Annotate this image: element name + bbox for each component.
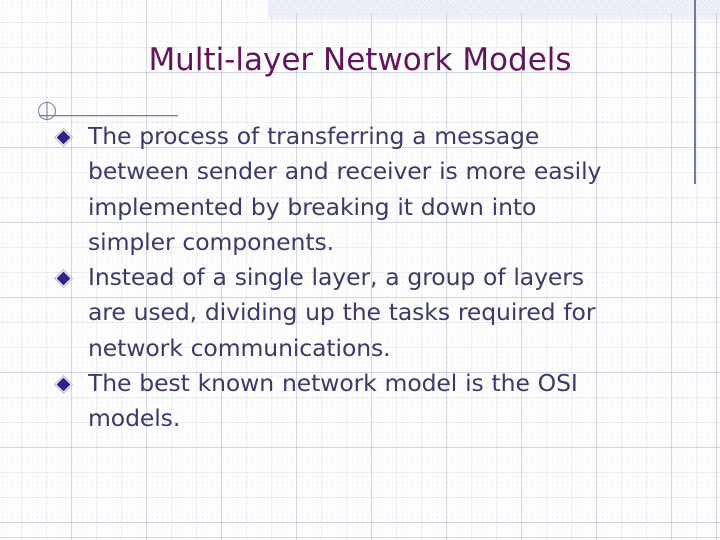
bullet-list: The process of transferring a message be…	[52, 119, 652, 437]
list-item-text: The process of transferring a message be…	[88, 119, 652, 260]
list-item: The best known network model is the OSI …	[52, 366, 652, 437]
list-item-line: between sender and receiver is more easi…	[88, 157, 602, 186]
list-item-line: simpler components.	[88, 227, 334, 256]
list-item-line: implemented by breaking it down into	[88, 192, 537, 221]
list-item-text: Instead of a single layer, a group of la…	[88, 260, 652, 366]
list-item: The process of transferring a message be…	[52, 119, 652, 260]
list-item-text: The best known network model is the OSI …	[88, 366, 652, 437]
slide-title: Multi-layer Network Models	[148, 42, 572, 78]
list-item-line: are used, dividing up the tasks required…	[88, 298, 596, 327]
top-banner-fade	[268, 13, 720, 23]
list-item-line: The best known network model is the OSI	[88, 369, 578, 398]
list-item: Instead of a single layer, a group of la…	[52, 260, 652, 366]
right-vertical-rule	[694, 0, 696, 184]
list-item-line: models.	[88, 404, 181, 433]
list-item-line: network communications.	[88, 333, 391, 362]
flourish-circle-icon	[37, 101, 57, 121]
list-item-line: Instead of a single layer, a group of la…	[88, 263, 584, 292]
list-item-line: The process of transferring a message	[88, 122, 540, 150]
diamond-bullet-icon	[53, 127, 74, 148]
diamond-bullet-icon	[53, 269, 74, 289]
top-banner-stripe	[268, 0, 720, 13]
diamond-bullet-icon	[53, 374, 74, 395]
